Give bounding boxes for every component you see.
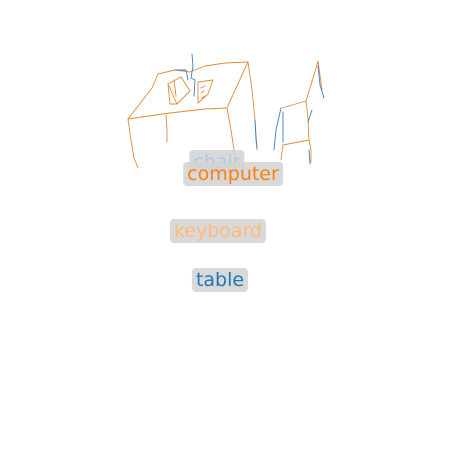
label-keyboard: keyboard xyxy=(169,219,267,243)
label-computer: computer xyxy=(183,162,283,186)
label-table: table xyxy=(191,268,249,292)
chair-sketch-orange xyxy=(280,60,323,163)
table-sketch xyxy=(127,61,258,169)
blue-sketch xyxy=(174,53,325,165)
computer-sketch xyxy=(167,76,214,105)
